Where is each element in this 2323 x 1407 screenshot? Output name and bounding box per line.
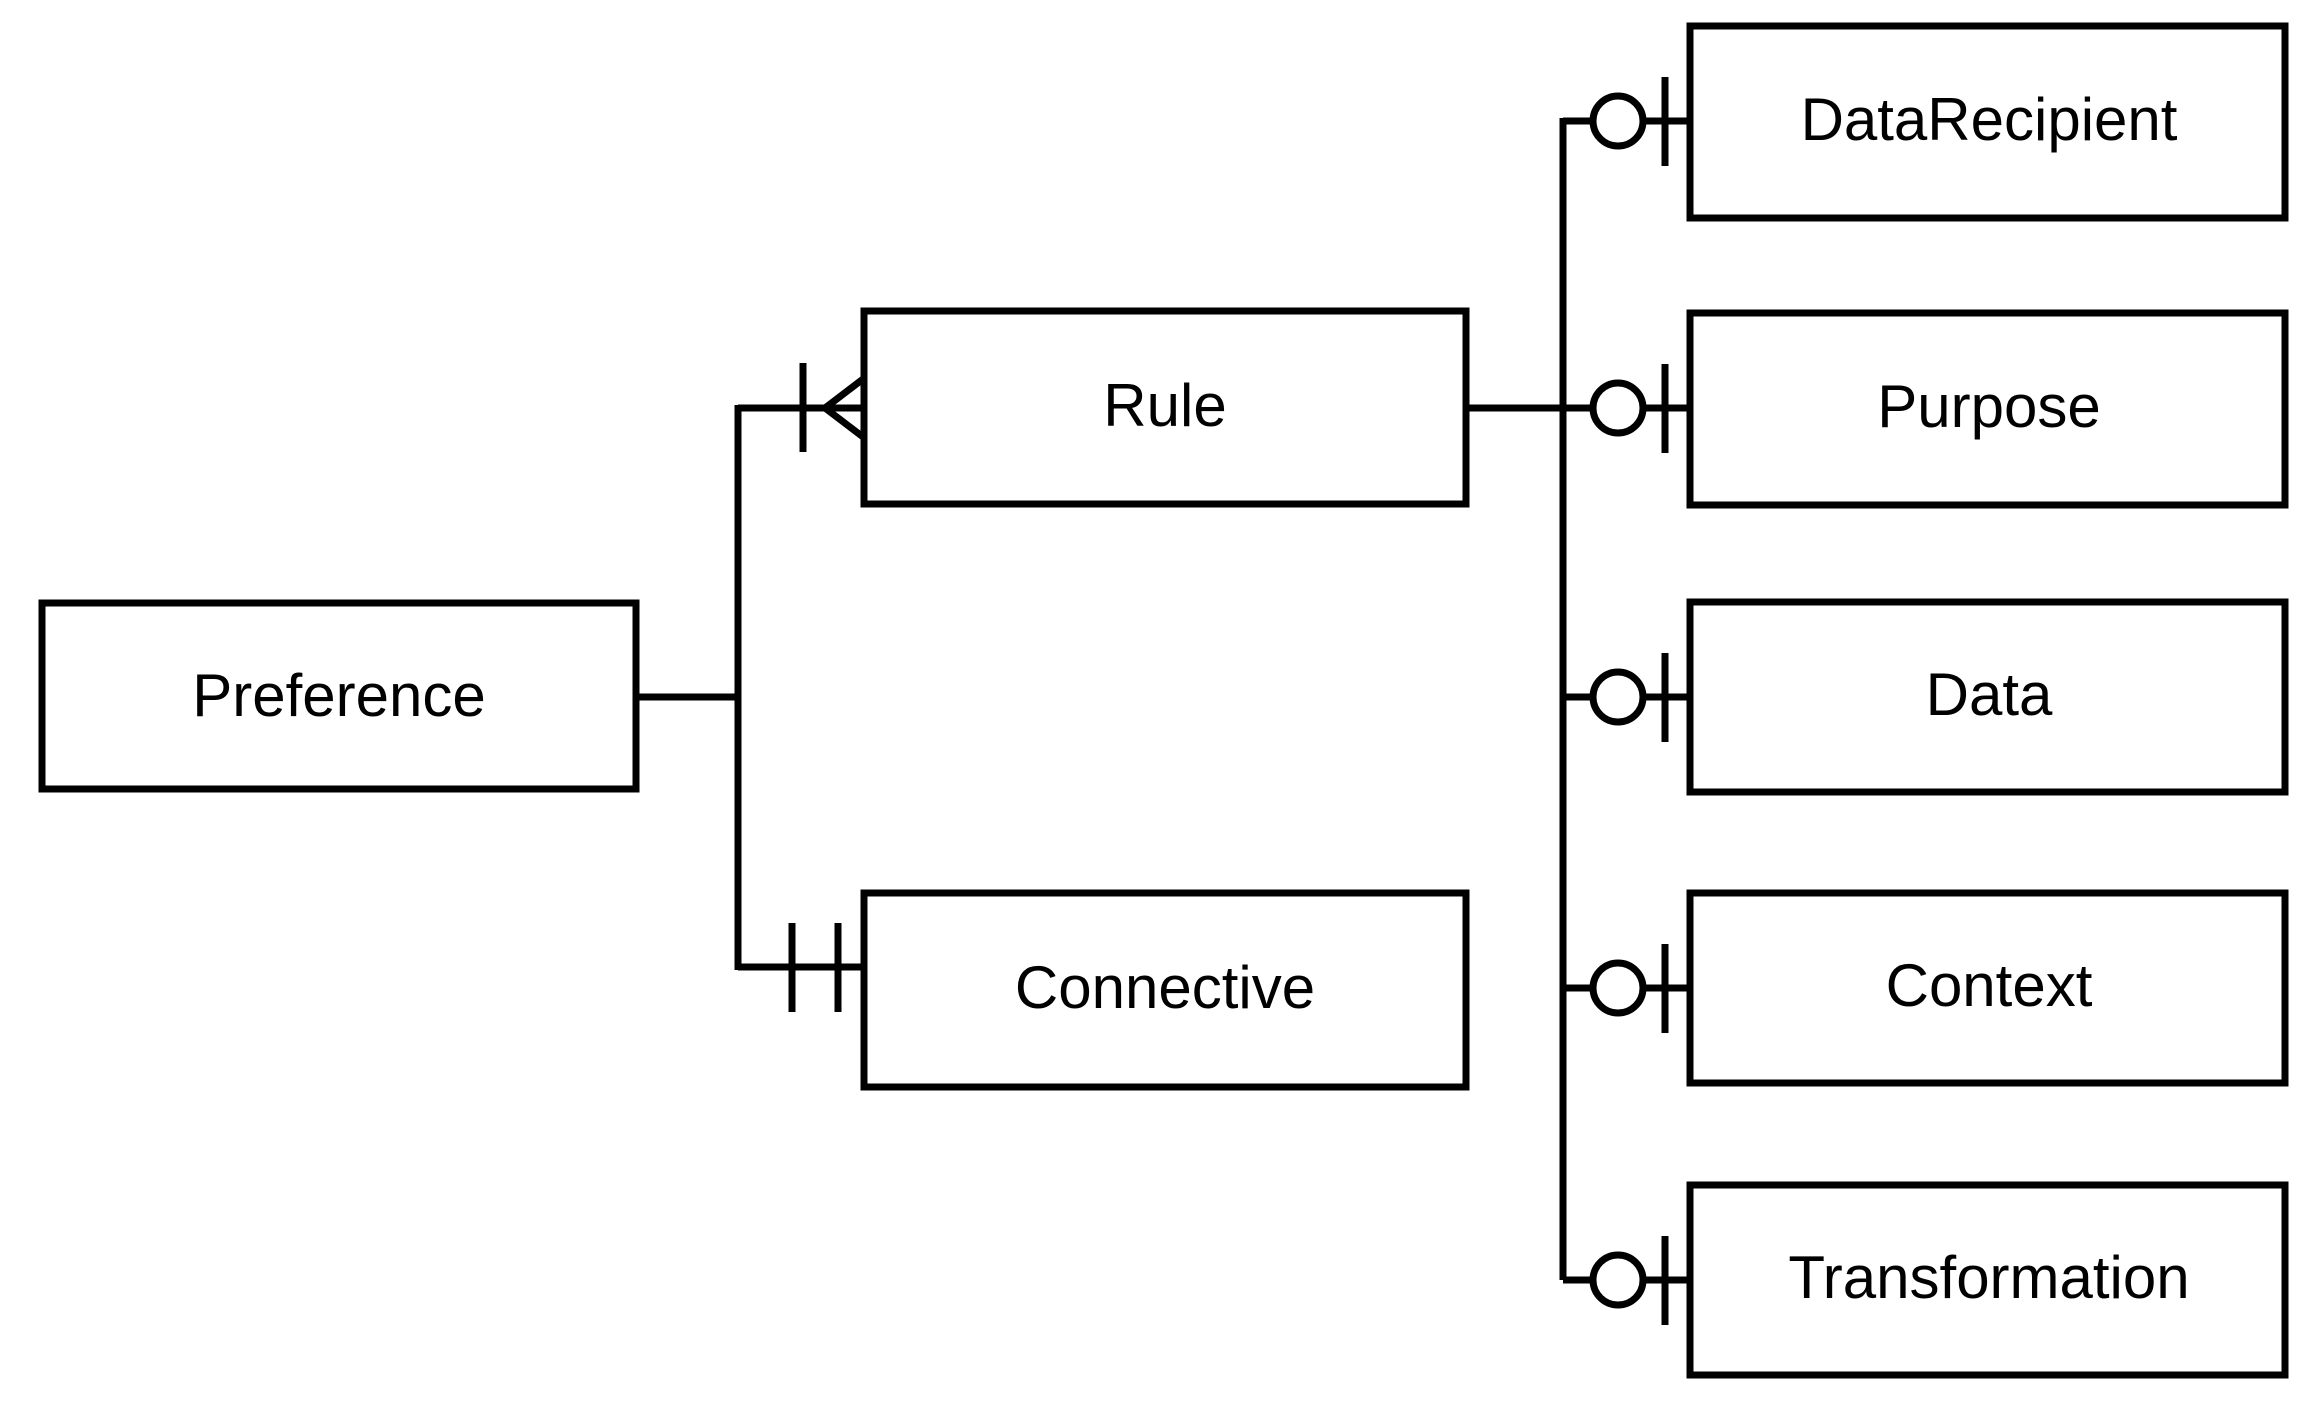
entity-purpose[interactable]: Purpose <box>1686 309 2289 509</box>
entity-transformation-label: Transformation <box>1788 1244 2189 1311</box>
entity-rule[interactable]: Rule <box>860 307 1470 508</box>
entity-purpose-label: Purpose <box>1877 373 2100 440</box>
entity-context[interactable]: Context <box>1686 889 2289 1087</box>
cardinality-zero-or-one-datarecipient <box>1589 77 1669 166</box>
circle-zero-data <box>1589 668 1647 726</box>
entity-data[interactable]: Data <box>1686 598 2289 796</box>
entity-context-label: Context <box>1886 952 2093 1019</box>
entity-transformation[interactable]: Transformation <box>1686 1181 2289 1379</box>
entity-connective[interactable]: Connective <box>860 889 1470 1091</box>
circle-zero-purpose <box>1589 379 1647 437</box>
entity-data-box[interactable] <box>1686 598 2289 796</box>
entity-connective-label: Connective <box>1015 954 1315 1021</box>
cardinality-one-and-only-one-connective <box>788 923 842 1012</box>
entity-datarecipient[interactable]: DataRecipient <box>1686 22 2289 222</box>
entity-rule-label: Rule <box>1103 372 1226 439</box>
entity-connective-box[interactable] <box>860 889 1470 1091</box>
entity-preference-box[interactable] <box>38 599 640 793</box>
circle-zero-context <box>1589 959 1647 1017</box>
crowsfoot-lower-prong <box>822 405 870 443</box>
cardinality-zero-or-one-data <box>1589 653 1669 742</box>
entity-datarecipient-label: DataRecipient <box>1801 86 2178 153</box>
entity-transformation-box[interactable] <box>1686 1181 2289 1379</box>
cardinality-zero-or-one-context <box>1589 944 1669 1033</box>
entity-data-label: Data <box>1926 661 2053 728</box>
crowsfoot-upper-prong <box>822 373 870 411</box>
entity-datarecipient-box[interactable] <box>1686 22 2289 222</box>
cardinality-zero-or-one-transformation <box>1589 1236 1669 1325</box>
entity-preference-label: Preference <box>192 662 486 729</box>
cardinality-zero-or-one-purpose <box>1589 364 1669 453</box>
entity-preference[interactable]: Preference <box>38 599 640 793</box>
entity-purpose-box[interactable] <box>1686 309 2289 509</box>
entity-rule-box[interactable] <box>860 307 1470 508</box>
cardinality-crowsfoot-rule <box>822 373 870 443</box>
entity-context-box[interactable] <box>1686 889 2289 1087</box>
circle-zero-transformation <box>1589 1251 1647 1309</box>
circle-zero-datarecipient <box>1589 92 1647 150</box>
